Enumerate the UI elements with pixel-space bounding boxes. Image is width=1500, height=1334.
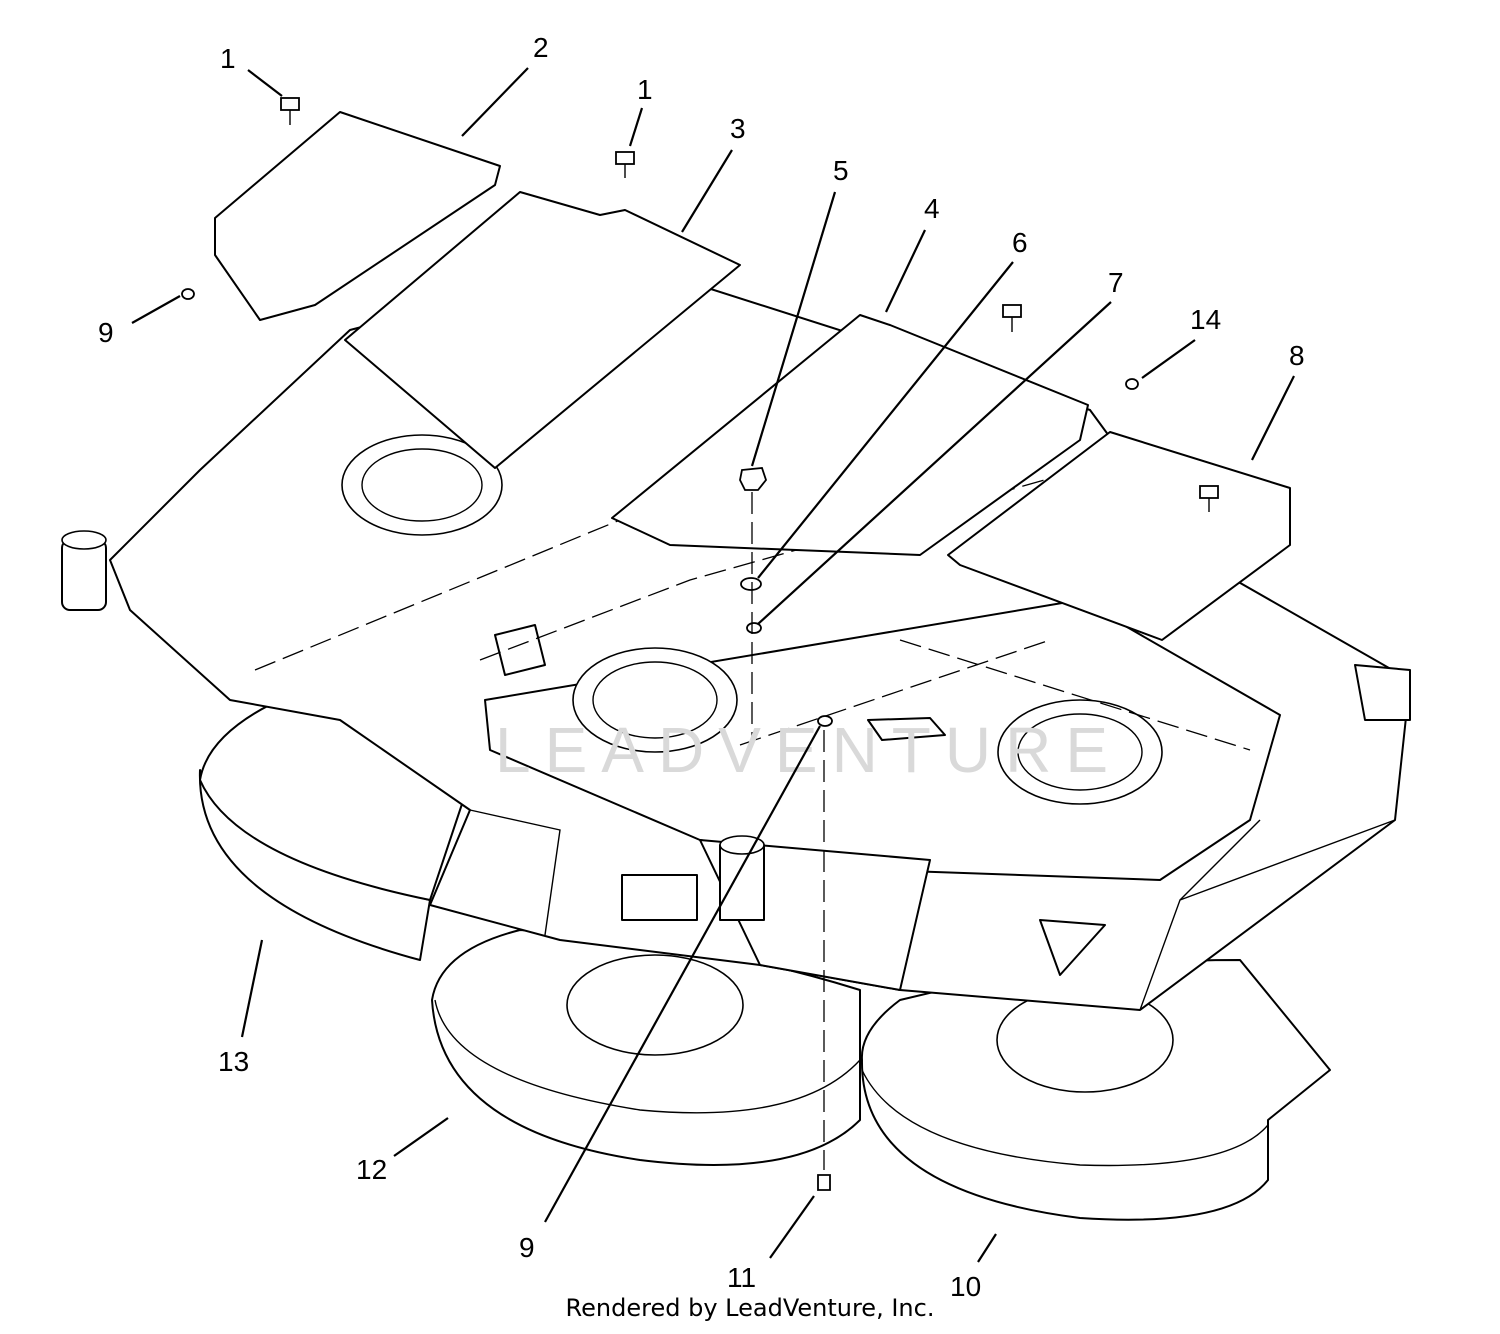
callout-label: 2	[533, 32, 549, 63]
callout-label: 5	[833, 155, 849, 186]
leader-lines	[131, 67, 1295, 1263]
callout-label: 10	[950, 1271, 981, 1302]
callout-label: 6	[1012, 227, 1028, 258]
callout-label: 8	[1289, 340, 1305, 371]
callout-numbers: 1 2 1 3 5 4 6 7 14 8 9 9 13 12 11 10	[98, 32, 1305, 1302]
callout-label: 3	[730, 113, 746, 144]
cover-panel-3	[344, 191, 741, 469]
mower-deck	[61, 259, 1411, 1011]
blade-housing-right	[860, 959, 1331, 1221]
hardware	[181, 97, 1219, 1191]
cover-panel-2	[214, 111, 501, 321]
callout-label: 14	[1190, 304, 1221, 335]
callout-label: 11	[727, 1262, 756, 1293]
blade-housing-center	[431, 929, 861, 1166]
callout-label: 7	[1108, 267, 1124, 298]
callout-label: 4	[924, 193, 940, 224]
callout-label: 1	[637, 74, 653, 105]
callout-label: 12	[356, 1154, 387, 1185]
callout-label: 9	[519, 1232, 535, 1263]
callout-label: 9	[98, 317, 114, 348]
callout-label: 1	[220, 43, 236, 74]
footer-credit: Rendered by LeadVenture, Inc.	[565, 1294, 935, 1322]
cover-panel-4	[611, 314, 1089, 556]
callout-label: 13	[218, 1046, 249, 1077]
cover-panel-8	[947, 431, 1291, 641]
watermark-text: LEADVENTURE	[495, 714, 1122, 786]
